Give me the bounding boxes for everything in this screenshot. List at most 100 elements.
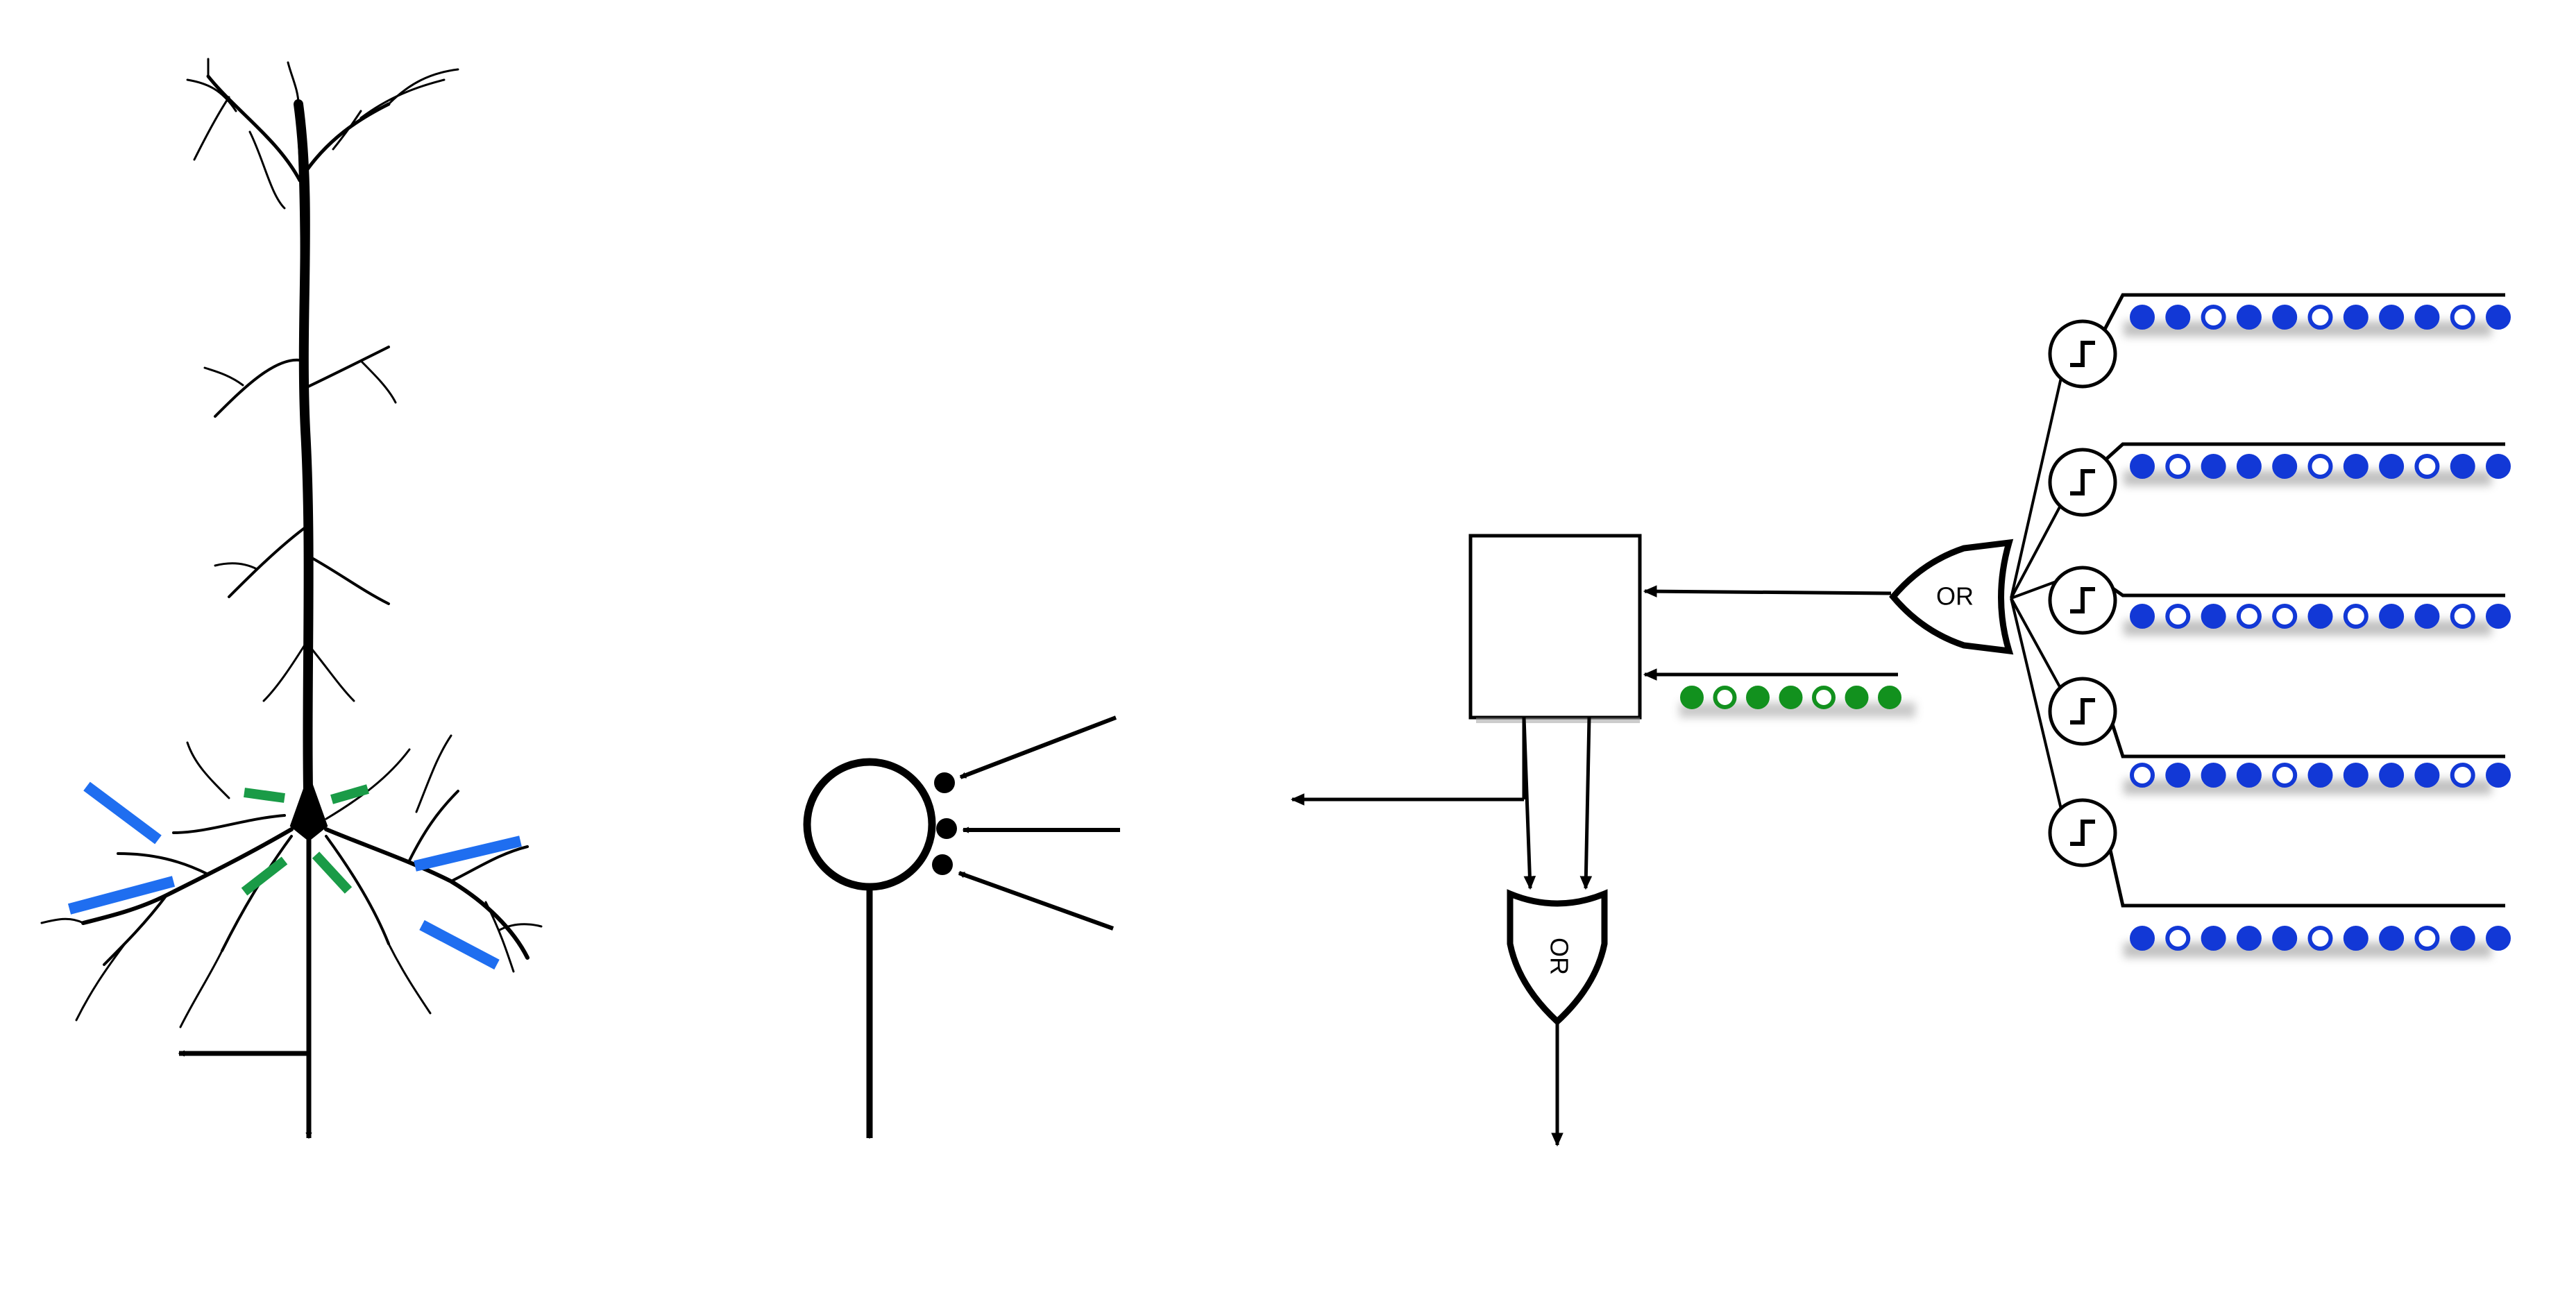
neuron-axon-arrows (179, 840, 309, 1138)
active-synapse-dot (2414, 305, 2440, 330)
active-synapse-dot (2379, 763, 2405, 788)
inactive-synapse-dot (2130, 763, 2155, 788)
dendrite-segment (2010, 597, 2511, 795)
active-input-dot (1680, 686, 1704, 709)
active-synapse-dot (2486, 926, 2511, 951)
htm-neuron-model: OR OR (1290, 293, 2511, 1147)
active-synapse-dot (2236, 926, 2262, 951)
point-neuron-schematic (803, 715, 1120, 1138)
distal-marker (419, 919, 500, 970)
active-synapse-dot (2486, 604, 2511, 629)
proximal-marker (241, 856, 288, 896)
active-synapse-dot (2201, 926, 2226, 951)
distal-marker (83, 781, 162, 845)
inactive-synapse-dot (2236, 604, 2262, 629)
or-gate-vertical-label: OR (1545, 938, 1573, 975)
active-synapse-dot (2379, 926, 2405, 951)
active-input-dot (1878, 686, 1901, 709)
active-synapse-dot (2130, 305, 2155, 330)
or-gate-vertical: OR (1507, 889, 1608, 1026)
active-synapse-dot (2486, 454, 2511, 479)
distal-marker (414, 836, 522, 872)
threshold-step-icon (2048, 798, 2117, 867)
proximal-marker (312, 851, 353, 894)
active-synapse-dot (2343, 763, 2369, 788)
synapse-dot (932, 854, 953, 875)
distal-synapse-markers (67, 781, 522, 970)
or-gate-horizontal: OR (1889, 539, 2014, 655)
distal-marker (67, 876, 176, 915)
input-arrow (959, 871, 1115, 931)
dendrite-segment (2010, 442, 2511, 599)
inactive-synapse-dot (2343, 604, 2369, 629)
active-synapse-dot (2307, 604, 2333, 629)
inactive-synapse-dot (2307, 454, 2333, 479)
synapse-dot (934, 772, 955, 793)
inactive-input-dot (1713, 686, 1737, 709)
active-synapse-dot (2486, 305, 2511, 330)
inactive-synapse-dot (2414, 454, 2440, 479)
point-neuron-soma (803, 758, 936, 891)
inactive-synapse-dot (2201, 305, 2226, 330)
active-synapse-dot (2379, 454, 2405, 479)
synapse-dot (936, 818, 957, 839)
active-synapse-dot (2307, 763, 2333, 788)
inactive-synapse-dot (2272, 604, 2298, 629)
inactive-synapse-dot (2165, 604, 2191, 629)
or-gate-horizontal-label: OR (1936, 582, 1974, 611)
dendrite-segment (2010, 293, 2511, 599)
active-synapse-dot (2450, 926, 2475, 951)
inactive-synapse-dot (2450, 604, 2475, 629)
active-synapse-dot (2130, 604, 2155, 629)
proximal-marker (244, 788, 285, 803)
active-synapse-dot (2201, 763, 2226, 788)
active-synapse-dot (2379, 604, 2405, 629)
input-arrow (960, 715, 1117, 779)
active-synapse-dot (2272, 926, 2298, 951)
active-synapse-dot (2236, 305, 2262, 330)
dendrite-segment (2010, 566, 2511, 636)
inactive-synapse-dot (2165, 926, 2191, 951)
proximal-marker (330, 784, 369, 804)
active-synapse-dot (2414, 604, 2440, 629)
active-synapse-dot (2343, 926, 2369, 951)
cell-to-or-arrow (1579, 717, 1593, 890)
active-synapse-dot (2165, 763, 2191, 788)
inactive-synapse-dot (2414, 926, 2440, 951)
dendrite-segment (2010, 597, 2511, 958)
cell-to-or-arrow (1522, 717, 1536, 890)
threshold-step-icon (2048, 566, 2117, 635)
active-synapse-dot (2343, 305, 2369, 330)
inactive-synapse-dot (2307, 926, 2333, 951)
active-synapse-dot (2130, 454, 2155, 479)
active-synapse-dot (2414, 763, 2440, 788)
inactive-synapse-dot (2450, 305, 2475, 330)
distal-or-to-cell-arrow (1643, 585, 1892, 597)
inactive-synapse-dot (2272, 763, 2298, 788)
inactive-synapse-dot (2165, 454, 2191, 479)
active-synapse-dot (2379, 305, 2405, 330)
active-synapse-dot (2450, 454, 2475, 479)
inactive-synapse-dot (2450, 763, 2475, 788)
active-synapse-dot (2130, 926, 2155, 951)
active-synapse-dot (2165, 305, 2191, 330)
active-synapse-dot (2201, 604, 2226, 629)
active-synapse-dot (2236, 454, 2262, 479)
pyramidal-neuron-illustration (40, 58, 543, 1028)
active-synapse-dot (2272, 454, 2298, 479)
inactive-input-dot (1812, 686, 1836, 709)
active-synapse-dot (2486, 763, 2511, 788)
active-synapse-dot (2343, 454, 2369, 479)
active-synapse-dot (2201, 454, 2226, 479)
threshold-step-icon (2048, 319, 2117, 389)
threshold-step-icon (2048, 677, 2117, 746)
cell-body-box (1468, 534, 1642, 720)
proximal-input-pattern (1679, 686, 1915, 718)
active-synapse-dot (2272, 305, 2298, 330)
proximal-synapse-markers (241, 784, 369, 896)
active-input-dot (1779, 686, 1803, 709)
active-input-dot (1746, 686, 1770, 709)
active-input-dot (1845, 686, 1869, 709)
